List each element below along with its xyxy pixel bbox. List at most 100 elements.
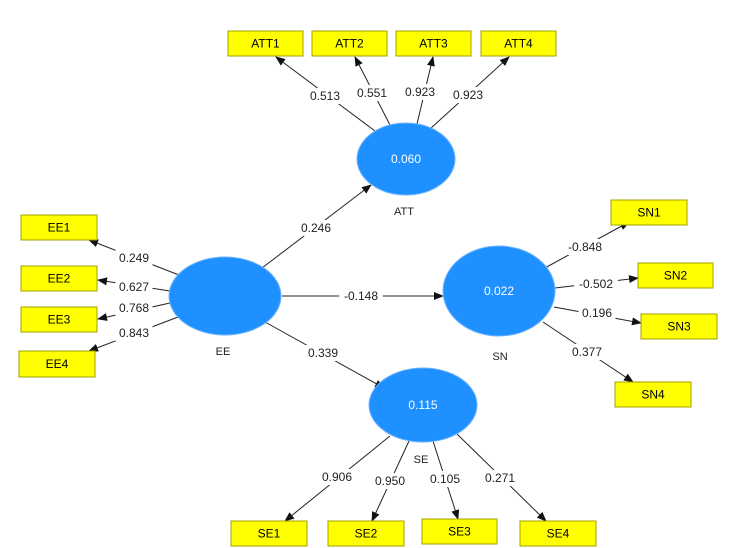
latent-ellipse[interactable] bbox=[356, 122, 456, 196]
loading-att-att4-label: 0.923 bbox=[453, 88, 483, 102]
indicator-box[interactable] bbox=[20, 214, 98, 241]
path-ee-att-label-bg bbox=[297, 220, 335, 236]
indicator-ee3[interactable]: EE3 bbox=[20, 306, 98, 333]
loading-se-se4-label: 0.271 bbox=[485, 471, 515, 485]
loading-se-se2-label: 0.950 bbox=[375, 474, 405, 488]
indicator-sn2[interactable]: SN2 bbox=[637, 262, 714, 289]
loading-sn-sn3-label: 0.196 bbox=[582, 306, 612, 320]
indicator-sn3[interactable]: SN3 bbox=[640, 313, 718, 340]
r-squared-value: 0.060 bbox=[391, 152, 421, 166]
loading-sn-sn4-label: 0.377 bbox=[572, 345, 602, 359]
indicator-box[interactable] bbox=[227, 30, 304, 57]
loading-se-se1-label: 0.906 bbox=[322, 470, 352, 484]
indicator-att1[interactable]: ATT1 bbox=[227, 30, 304, 57]
indicator-ee2[interactable]: EE2 bbox=[20, 265, 98, 292]
loading-sn-sn4-label-bg bbox=[568, 344, 606, 360]
indicator-box[interactable] bbox=[519, 520, 597, 547]
indicator-label: EE4 bbox=[46, 357, 69, 371]
indicator-box[interactable] bbox=[637, 262, 714, 289]
loading-se-se3-label-bg bbox=[426, 471, 464, 487]
indicator-sn1[interactable]: SN1 bbox=[610, 199, 688, 226]
indicator-label: EE3 bbox=[48, 313, 71, 327]
latent-ellipse[interactable] bbox=[368, 367, 478, 443]
indicator-box[interactable] bbox=[327, 520, 405, 547]
indicator-box[interactable] bbox=[480, 30, 557, 57]
indicator-box[interactable] bbox=[230, 520, 308, 547]
indicator-label: SE3 bbox=[448, 525, 471, 539]
indicator-se1[interactable]: SE1 bbox=[230, 520, 308, 547]
r-squared-value: 0.115 bbox=[408, 398, 437, 412]
indicator-label: SE2 bbox=[355, 527, 378, 541]
loading-ee-ee3-label-bg bbox=[115, 300, 153, 316]
latent-ellipse[interactable] bbox=[442, 245, 556, 337]
loading-att-att4-label-bg bbox=[449, 87, 487, 103]
loading-att-att1-label-bg bbox=[306, 88, 344, 104]
indicator-label: SN3 bbox=[667, 320, 691, 334]
loading-se-se2-label-bg bbox=[371, 473, 409, 489]
loading-se-se3-label: 0.105 bbox=[430, 472, 460, 486]
loading-ee-ee2-label: 0.627 bbox=[119, 280, 149, 294]
loading-ee-ee4-label: 0.843 bbox=[119, 326, 149, 340]
loading-sn-sn2-label-bg bbox=[574, 276, 618, 292]
indicator-label: SN2 bbox=[664, 269, 688, 283]
indicator-box[interactable] bbox=[610, 199, 688, 226]
indicator-ee1[interactable]: EE1 bbox=[20, 214, 98, 241]
loading-sn-sn1-label-bg bbox=[563, 239, 607, 255]
loading-att-att2-label-bg bbox=[353, 85, 391, 101]
loading-att-att3-label-bg bbox=[401, 84, 439, 100]
path-ee-sn-label-bg bbox=[339, 288, 383, 304]
indicator-box[interactable] bbox=[395, 30, 472, 57]
indicator-att3[interactable]: ATT3 bbox=[395, 30, 472, 57]
path-ee-se-label-bg bbox=[304, 345, 342, 361]
indicator-label: SN4 bbox=[641, 388, 665, 402]
loading-sn-sn3-label-bg bbox=[578, 305, 616, 321]
loading-ee-ee1-label: 0.249 bbox=[119, 251, 149, 265]
latent-name-label: SE bbox=[414, 454, 429, 466]
indicator-label: EE1 bbox=[48, 221, 71, 235]
latent-ellipse[interactable] bbox=[168, 256, 282, 336]
indicator-box[interactable] bbox=[20, 265, 98, 292]
loading-att-att1-label: 0.513 bbox=[310, 89, 340, 103]
indicator-box[interactable] bbox=[614, 381, 692, 408]
indicator-box[interactable] bbox=[311, 30, 388, 57]
loading-se-se1-label-bg bbox=[318, 469, 356, 485]
latent-name-label: SN bbox=[492, 351, 507, 363]
loading-se-se4-label-bg bbox=[481, 470, 519, 486]
loading-ee-ee4-label-bg bbox=[115, 325, 153, 341]
loading-att-att3-label: 0.923 bbox=[405, 85, 435, 99]
r-squared-value: 0.022 bbox=[484, 284, 514, 298]
loading-sn-sn2-label: -0.502 bbox=[579, 277, 613, 291]
indicator-box[interactable] bbox=[20, 306, 98, 333]
indicator-label: ATT3 bbox=[419, 37, 448, 51]
latent-name-label: EE bbox=[216, 346, 231, 358]
indicator-label: EE2 bbox=[48, 272, 71, 286]
path-ee-sn-label: -0.148 bbox=[344, 289, 378, 303]
loading-att-att2-label: 0.551 bbox=[357, 86, 387, 100]
indicator-label: ATT4 bbox=[504, 37, 533, 51]
indicator-ee4[interactable]: EE4 bbox=[18, 350, 96, 378]
indicator-label: SE1 bbox=[258, 527, 281, 541]
indicator-box[interactable] bbox=[18, 350, 96, 378]
indicator-label: SE4 bbox=[547, 527, 570, 541]
latent-variable-ee[interactable]: EE bbox=[168, 256, 282, 358]
loading-ee-ee1-label-bg bbox=[115, 250, 153, 266]
loading-ee-ee2-label-bg bbox=[115, 279, 153, 295]
indicator-att2[interactable]: ATT2 bbox=[311, 30, 388, 57]
indicator-box[interactable] bbox=[640, 313, 718, 340]
loading-sn-sn1-label: -0.848 bbox=[568, 240, 602, 254]
indicator-label: ATT2 bbox=[335, 37, 364, 51]
indicator-se3[interactable]: SE3 bbox=[421, 518, 498, 545]
latent-name-label: ATT bbox=[394, 206, 414, 218]
path-ee-se-label: 0.339 bbox=[308, 346, 338, 360]
indicator-box[interactable] bbox=[421, 518, 498, 545]
indicator-se4[interactable]: SE4 bbox=[519, 520, 597, 547]
indicator-att4[interactable]: ATT4 bbox=[480, 30, 557, 57]
indicator-sn4[interactable]: SN4 bbox=[614, 381, 692, 408]
indicator-se2[interactable]: SE2 bbox=[327, 520, 405, 547]
